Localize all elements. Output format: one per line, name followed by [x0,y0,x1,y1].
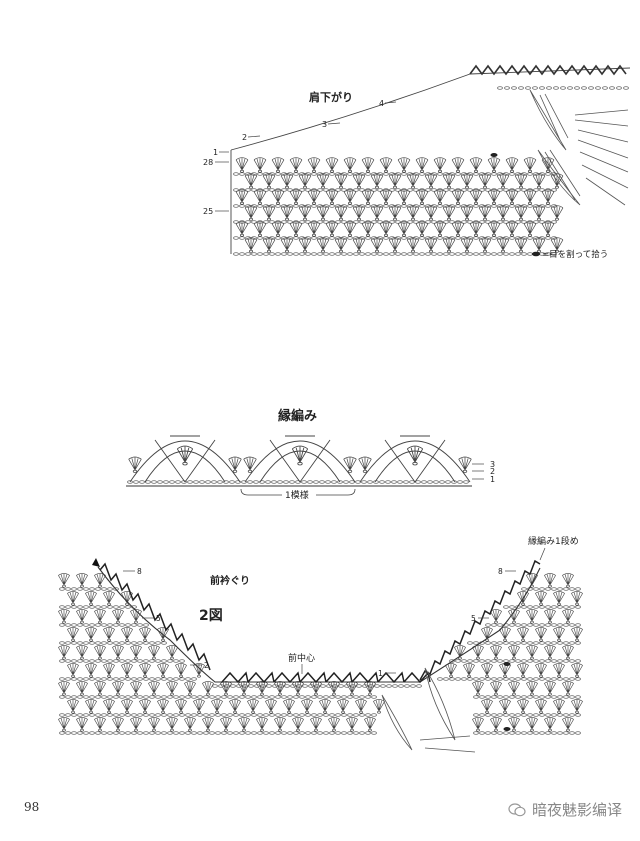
row-label-28: 28 [203,158,213,167]
front-neckline-diagram: 前衿ぐり 2図 前中心 縁編み1段め 8 5 2 8 5 1 [58,535,583,753]
edging-row-markers: 3 2 1 [472,460,495,484]
repeat-bracket: 1模様 [240,488,356,501]
edging-row-2: 2 [490,467,495,476]
shoulder-row-markers: 4 3 2 1 28 25 [203,99,397,216]
neckline-right-row-markers: 8 5 1 [378,567,516,678]
figure-label: 2図 [199,608,223,624]
page-number: 98 [24,800,40,814]
split-stitch-legend: =目を割って拾う [532,249,608,260]
row-label-1: 1 [213,148,218,157]
shoulder-slope-title: 肩下がり [309,90,353,104]
front-neckline-stitches [58,558,583,753]
left-row-5: 5 [156,614,161,623]
edging-title: 縁編み [278,408,317,424]
right-row-5: 5 [471,614,476,623]
start-arrow-icon [92,558,100,567]
wechat-icon [508,802,526,816]
right-row-1: 1 [378,669,383,678]
front-center-label: 前中心 [288,652,315,664]
edging-stitches [126,435,472,487]
neckline-left-row-markers: 8 5 2 [123,567,209,670]
repeat-label: 1模様 [285,489,309,501]
row-label-4: 4 [379,99,384,108]
left-row-2: 2 [204,661,209,670]
edging-row-1: 1 [490,475,495,484]
edging-row-3: 3 [490,460,495,469]
shoulder-slope-stitches [230,64,631,256]
row-label-3: 3 [322,120,327,129]
watermark-text: 暗夜魅影编译 [532,801,623,819]
border-row-label: 縁編み1段め [528,535,579,547]
split-stitch-icon [532,251,540,257]
shoulder-slope-diagram: 肩下がり 4 3 2 1 28 25 =目を割って拾う [203,64,631,260]
watermark: 暗夜魅影编译 [508,799,622,820]
left-row-8: 8 [137,567,142,576]
row-label-25: 25 [203,207,213,216]
legend-text: =目を割って拾う [542,249,608,260]
right-row-8: 8 [498,567,503,576]
neckline-title: 前衿ぐり [210,574,250,587]
edging-diagram: 縁編み 3 2 1 1模様 [126,408,495,501]
row-label-2: 2 [242,133,247,142]
